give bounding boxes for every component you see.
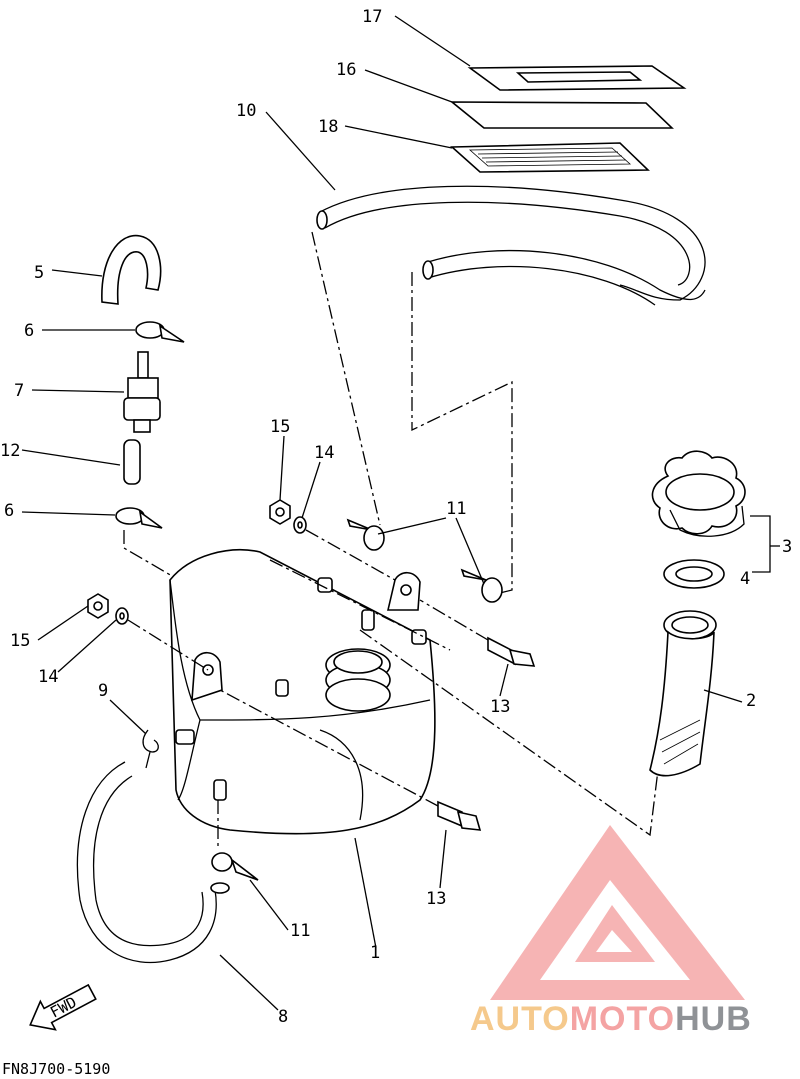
label-13-lower: 13 <box>426 889 446 909</box>
bolt-13-lower <box>219 689 482 831</box>
label-6-top: 6 <box>24 321 34 341</box>
filler-tube-2 <box>649 610 717 777</box>
watermark-auto: AUTO <box>470 1000 570 1038</box>
label-17: 17 <box>362 7 382 27</box>
bracket-3 <box>750 515 780 573</box>
hose-8 <box>76 761 230 964</box>
label-9: 9 <box>98 681 108 701</box>
filter-18 <box>449 142 650 173</box>
label-5: 5 <box>34 263 44 283</box>
watermark-brand: AUTOMOTOHUB <box>470 1000 752 1038</box>
fwd-arrow: FWD <box>29 983 97 1031</box>
part-labels: 17 16 18 10 5 6 7 12 6 15 14 11 3 4 15 1… <box>0 7 792 1027</box>
label-12: 12 <box>0 441 20 461</box>
hose-5 <box>101 234 162 305</box>
label-15-left: 15 <box>10 631 30 651</box>
clip-11-lower <box>211 800 259 881</box>
washer-14-upper <box>293 516 396 581</box>
clip-11-a <box>346 518 385 551</box>
hose-12 <box>123 439 141 485</box>
label-18: 18 <box>318 117 338 137</box>
cap-3 <box>651 450 746 537</box>
label-13-right: 13 <box>490 697 510 717</box>
gasket-17 <box>467 65 687 91</box>
gasket-4 <box>663 559 725 589</box>
gasket-16 <box>449 101 674 129</box>
fuel-tank-1 <box>169 549 436 835</box>
washer-14-left <box>115 607 209 671</box>
label-8: 8 <box>278 1007 288 1027</box>
nut-15-left <box>87 593 109 619</box>
label-2: 2 <box>746 691 756 711</box>
bolt-13-right <box>419 599 536 667</box>
label-3: 3 <box>782 537 792 557</box>
fuel-cock-7 <box>123 351 161 433</box>
label-6-lower: 6 <box>4 501 14 521</box>
label-7: 7 <box>14 381 24 401</box>
label-11-upper: 11 <box>446 499 466 519</box>
drawing-code: FN8J700-5190 <box>2 1060 110 1078</box>
clip-9 <box>142 729 159 769</box>
label-11-lower: 11 <box>290 921 310 941</box>
label-10: 10 <box>236 101 256 121</box>
label-4: 4 <box>740 569 750 589</box>
label-14-upper: 14 <box>314 443 334 463</box>
clip-6-top <box>135 321 185 343</box>
label-15-upper: 15 <box>270 417 290 437</box>
label-16: 16 <box>336 60 356 80</box>
label-14-left: 14 <box>38 667 58 687</box>
watermark-logo <box>490 825 745 1000</box>
clip-11-b <box>460 568 503 603</box>
nut-15-upper <box>269 499 291 525</box>
watermark-hub: HUB <box>675 1000 752 1038</box>
watermark-moto: MOTO <box>570 1000 675 1038</box>
breather-hose-10 <box>311 185 706 596</box>
leader-lines <box>21 15 743 1011</box>
label-1: 1 <box>370 943 380 963</box>
